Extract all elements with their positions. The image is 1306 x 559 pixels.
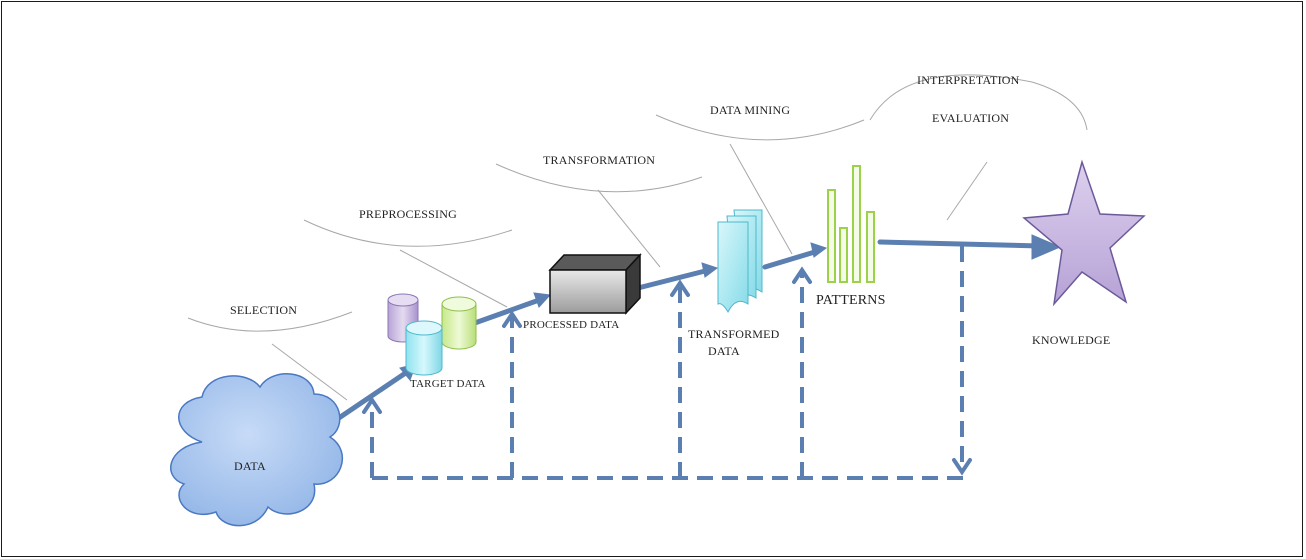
callout-preprocessing <box>303 219 513 308</box>
process-flow-arrows <box>324 234 1062 429</box>
callout-transformation <box>495 163 703 268</box>
label-target-data: TARGET DATA <box>410 378 486 390</box>
processed-data-box-icon <box>548 253 642 315</box>
arrow-target-to-processed <box>469 296 545 327</box>
target-data-cylinders-icon <box>387 293 477 376</box>
callout-data-mining <box>655 114 865 255</box>
label-transformed-data-line2: DATA <box>708 344 740 358</box>
label-interpretation: INTERPRETATION <box>917 73 1020 87</box>
label-processed-data: PROCESSED DATA <box>523 319 619 331</box>
callout-interpretation <box>869 74 1088 221</box>
patterns-bars-icon <box>827 165 875 283</box>
label-selection: SELECTION <box>230 303 297 317</box>
cylinder-cyan <box>405 320 443 376</box>
label-evaluation: EVALUATION <box>932 111 1009 125</box>
arrow-patterns-to-knowledge <box>877 239 1043 249</box>
callout-selection <box>187 311 353 401</box>
knowledge-star-icon <box>1022 159 1146 307</box>
feedback-loop <box>370 246 964 480</box>
label-transformation: TRANSFORMATION <box>543 153 655 167</box>
arrow-processed-to-transformed <box>635 267 712 291</box>
arrow-transformed-to-patterns <box>762 248 821 270</box>
feedback-arrowheads <box>362 266 972 476</box>
transformed-data-documents-icon <box>717 209 763 314</box>
label-transformed-data-line1: TRANSFORMED <box>688 327 780 341</box>
cylinder-green <box>441 296 477 350</box>
arrow-data-to-target <box>324 367 413 429</box>
label-patterns: PATTERNS <box>816 293 886 308</box>
label-preprocessing: PREPROCESSING <box>359 207 457 221</box>
label-data: DATA <box>234 459 266 473</box>
label-knowledge: KNOWLEDGE <box>1032 333 1110 347</box>
label-data-mining: DATA MINING <box>710 103 790 117</box>
data-cloud-icon <box>170 373 343 527</box>
